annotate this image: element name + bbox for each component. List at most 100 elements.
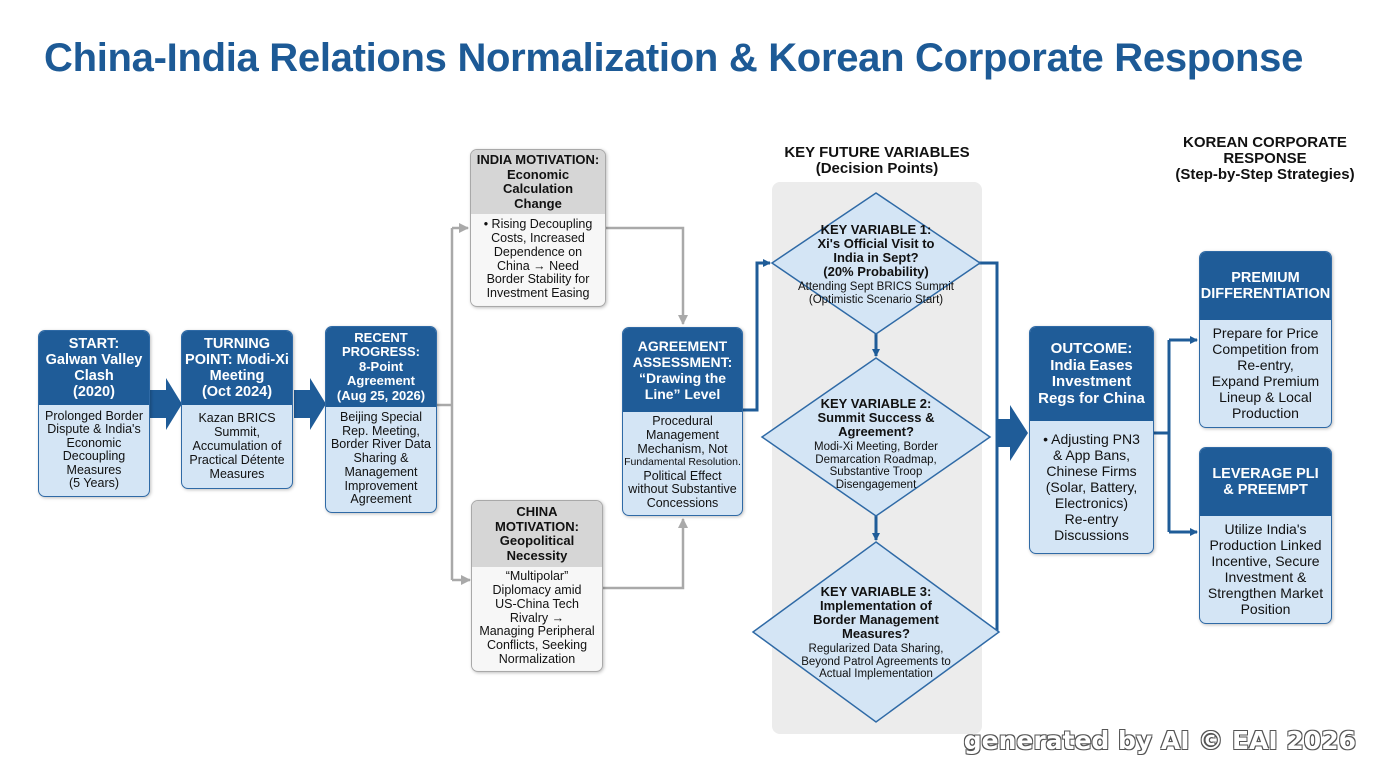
text-line: RECENT — [354, 329, 408, 345]
text-line: & PREEMPT — [1223, 482, 1308, 498]
text-line: Normalization — [498, 651, 576, 666]
text-line: Concessions — [646, 495, 719, 510]
variable-diamond-1 — [770, 192, 982, 335]
text-line: Practical Détente — [189, 453, 285, 467]
india-motivation-box: INDIA MOTIVATION: Economic Calculation C… — [470, 149, 606, 307]
recent-progress-header: RECENT PROGRESS: 8-Point Agreement (Aug … — [326, 327, 436, 407]
text-line: Agreement? — [838, 424, 914, 439]
text-line: Chinese Firms — [1046, 462, 1137, 479]
text-line: Sharing & — [353, 451, 409, 466]
text-line: Agreement — [350, 492, 412, 507]
outcome-header: OUTCOME: India Eases Investment Regs for… — [1030, 327, 1153, 421]
text-line: Discussions — [1054, 526, 1129, 543]
text-line: Summit Success & — [817, 410, 935, 425]
text-line: DIFFERENTIATION — [1200, 286, 1331, 302]
text-line: Regularized Data Sharing, — [808, 643, 944, 655]
text-line: Regs for China — [1038, 389, 1145, 407]
text-line: Investment — [1051, 373, 1132, 390]
text-line: Fundamental Resolution. — [624, 456, 741, 469]
text-line: Attending Sept BRICS Summit — [798, 281, 954, 293]
text-line: Lineup & Local — [1219, 389, 1312, 405]
text-line: Substantive Troop — [829, 466, 923, 478]
leverage-pli-box: LEVERAGE PLI & PREEMPT Utilize India's P… — [1199, 447, 1332, 624]
text-line: Border Stability for — [486, 272, 590, 287]
text-line: Summit, — [214, 425, 260, 439]
text-line: Meeting — [209, 368, 265, 384]
text-line: Economic — [66, 435, 122, 450]
text-line: Mechanism, Not — [637, 441, 728, 456]
text-line: Re-entry — [1064, 510, 1119, 527]
text-line: Measures? — [842, 626, 910, 641]
text-line: Expand Premium — [1211, 373, 1320, 389]
text-line: Kazan BRICS — [198, 411, 276, 425]
agreement-assessment-box: AGREEMENT ASSESSMENT: “Drawing the Line”… — [622, 327, 743, 516]
text-line: Galwan Valley — [45, 352, 143, 368]
text-line: Conflicts, Seeking — [486, 638, 588, 653]
text-line: Re-entry, — [1237, 357, 1294, 373]
text-line: Utilize India's — [1224, 521, 1307, 537]
text-line: Diplomacy amid — [492, 583, 582, 597]
premium-differentiation-box: PREMIUM DIFFERENTIATION Prepare for Pric… — [1199, 251, 1332, 428]
india-to-assessment — [606, 226, 688, 325]
text-line: ASSESSMENT: — [632, 354, 733, 370]
text-line: POINT: Modi-Xi — [185, 352, 289, 368]
text-line: Economic Calculation — [502, 166, 574, 196]
text-line: (Optimistic Scenario Start) — [808, 293, 944, 306]
text-line: Geopolitical — [499, 533, 575, 548]
variables-header: KEY FUTURE VARIABLES (Decision Points) — [772, 145, 982, 177]
text-line: • Adjusting PN3 — [1043, 430, 1140, 447]
variable-2-label: KEY VARIABLE 2: Summit Success & Agreeme… — [792, 397, 960, 491]
text-line: Production Linked — [1209, 537, 1322, 553]
turning-point-box: TURNING POINT: Modi-Xi Meeting (Oct 2024… — [181, 330, 293, 489]
text-line: (Aug 25, 2026) — [336, 387, 426, 403]
start-box-body: Prolonged Border Dispute & India's Econo… — [39, 405, 149, 495]
korean-header: KOREAN CORPORATE RESPONSE (Step-by-Step … — [1166, 135, 1364, 183]
recent-progress-body: Beijing Special Rep. Meeting, Border Riv… — [326, 407, 436, 511]
text-line: TURNING — [203, 336, 271, 352]
text-line: Measures — [209, 467, 265, 481]
china-to-assessment — [603, 518, 688, 590]
variables-header-line: (Decision Points) — [815, 160, 939, 177]
text-line: Line” Level — [644, 386, 721, 402]
timeline-arrow-1 — [150, 378, 182, 430]
text-line: Modi-Xi Meeting, Border — [814, 441, 938, 453]
korean-header-line: KOREAN CORPORATE — [1183, 134, 1347, 151]
text-line: Management — [646, 428, 719, 443]
text-line: • Rising Decoupling — [483, 217, 593, 232]
variable-3-label: KEY VARIABLE 3: Implementation of Border… — [786, 585, 966, 681]
china-motivation-body: “Multipolar” Diplomacy amid US-China Tec… — [472, 567, 602, 670]
text-line: Change — [514, 195, 562, 211]
text-line: Management — [344, 464, 418, 479]
india-motivation-header: INDIA MOTIVATION: Economic Calculation C… — [471, 150, 605, 214]
text-line: (Solar, Battery, — [1045, 478, 1138, 495]
text-line: KEY VARIABLE 2: — [820, 396, 932, 411]
timeline-arrow-2 — [294, 378, 326, 430]
text-line: Strengthen Market — [1207, 585, 1324, 601]
assessment-to-var1 — [743, 259, 771, 412]
korean-header-line: RESPONSE — [1223, 150, 1307, 167]
text-line: START: — [68, 336, 120, 352]
text-line: PROGRESS: — [341, 344, 420, 360]
text-line: KEY VARIABLE 1: — [820, 222, 932, 237]
agreement-assessment-body: Procedural Management Mechanism, Not Fun… — [623, 412, 742, 514]
text-line: “Multipolar” — [505, 569, 569, 584]
text-line: Competition from — [1212, 341, 1319, 357]
variables-header-line: KEY FUTURE VARIABLES — [784, 144, 970, 161]
leverage-pli-body: Utilize India's Production Linked Incent… — [1200, 516, 1331, 622]
variable-diamond-2 — [760, 357, 992, 517]
text-line: 8-Point — [358, 358, 404, 374]
text-line: Investment Easing — [486, 286, 590, 301]
turning-point-body: Kazan BRICS Summit, Accumulation of Prac… — [182, 405, 292, 487]
text-line: “Drawing the — [638, 370, 727, 386]
variable-1-label: KEY VARIABLE 1: Xi's Official Visit to I… — [792, 223, 960, 306]
text-line: LEVERAGE PLI — [1212, 465, 1319, 482]
text-line: Measures — [66, 462, 122, 477]
text-line: Border River Data — [330, 437, 432, 452]
text-line: & App Bans, — [1052, 446, 1131, 463]
start-box-header: START: Galwan Valley Clash (2020) — [39, 331, 149, 405]
text-line: (5 Years) — [68, 476, 120, 490]
text-line: (2020) — [73, 384, 115, 400]
text-line: Production — [1232, 405, 1299, 421]
text-line: Prolonged Border — [45, 408, 143, 423]
